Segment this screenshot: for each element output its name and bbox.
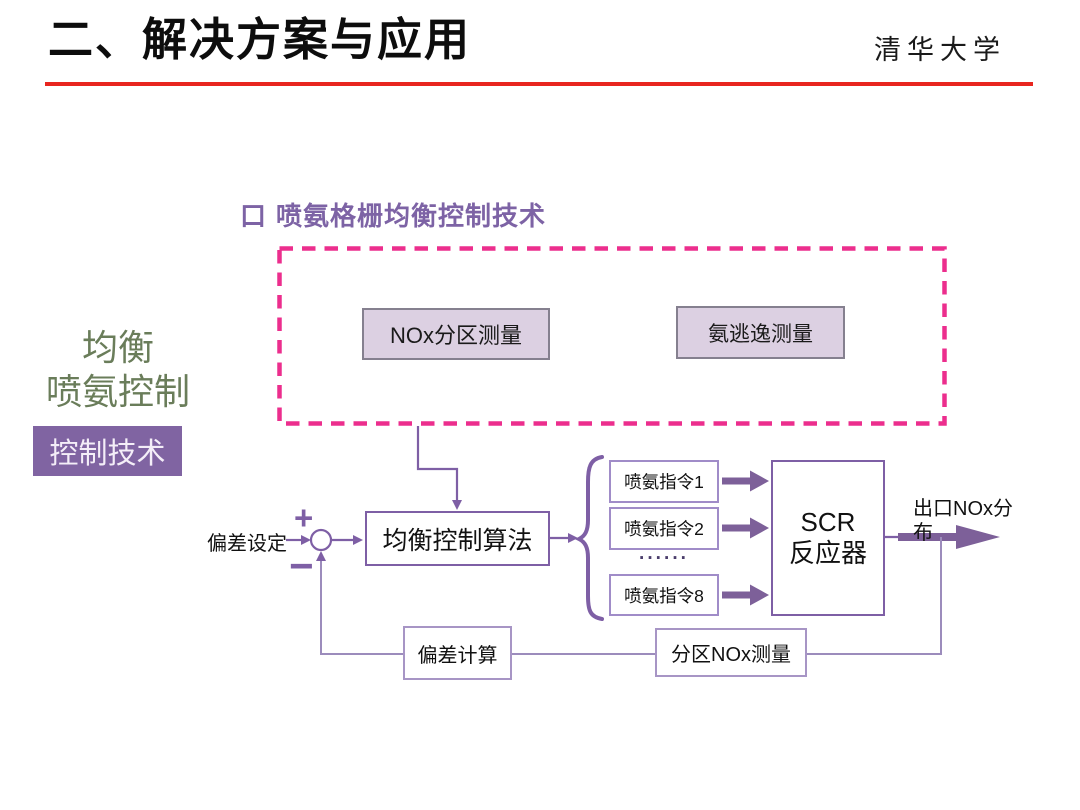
- scr-reactor-label-line1: SCR: [800, 507, 856, 537]
- sidebar-tag-label: 控制技术: [49, 438, 166, 470]
- balance-control-algorithm-label: 均衡控制算法: [382, 526, 533, 555]
- algorithm-to-brace-arrow: [550, 533, 578, 543]
- sidebar-caption-line2: 喷氨控制: [45, 372, 190, 412]
- deviation-calculation-box: 偏差计算: [403, 626, 512, 680]
- ammonia-command-1-label: 喷氨指令1: [624, 472, 704, 492]
- dashed-boundary-box: [277, 246, 947, 426]
- sidebar-tag-box: 控制技术: [33, 426, 182, 476]
- ammonia-slip-measurement-box: 氨逃逸测量: [676, 306, 845, 359]
- summing-junction-circle: [309, 528, 333, 552]
- feedback-path: [316, 537, 942, 655]
- ammonia-command-8-label: 喷氨指令8: [624, 585, 704, 606]
- sidebar-caption: 均衡 喷氨控制: [10, 326, 226, 414]
- junction-to-algorithm-arrow: [332, 535, 363, 545]
- square-bullet-icon: 口: [240, 201, 268, 231]
- deviation-calculation-label: 偏差计算: [417, 644, 498, 667]
- ammonia-command-8-box: 喷氨指令8: [609, 574, 719, 616]
- outlet-nox-label-line2: 布: [913, 522, 933, 544]
- minus-sign: −: [289, 542, 314, 589]
- ammonia-command-2-box: 喷氨指令2: [609, 507, 719, 550]
- command-ellipsis: ······: [639, 548, 689, 569]
- command-arrows: [722, 470, 769, 606]
- measurement-to-algorithm-line: [416, 426, 462, 510]
- nox-zone-measurement-label: NOx分区测量: [389, 323, 522, 348]
- sidebar-caption-line1: 均衡: [81, 328, 154, 368]
- outlet-nox-distribution-label: 出口NOx分 布: [913, 497, 1013, 545]
- brace-left: [574, 455, 604, 621]
- plus-sign: +: [294, 499, 314, 536]
- affiliation-label: 清华大学: [874, 35, 1006, 65]
- balance-control-algorithm-box: 均衡控制算法: [365, 511, 550, 566]
- zone-nox-measurement-box: 分区NOx测量: [655, 628, 807, 677]
- zone-nox-measurement-label: 分区NOx测量: [671, 644, 791, 666]
- ammonia-command-2-label: 喷氨指令2: [624, 519, 704, 539]
- ammonia-command-1-box: 喷氨指令1: [609, 460, 719, 503]
- scr-output-arrow: [885, 525, 1000, 549]
- title-underline-rule: [45, 82, 1033, 86]
- setpoint-label: 偏差设定: [207, 533, 287, 555]
- scr-reactor-box: SCR 反应器: [771, 460, 885, 616]
- section-heading-text: 喷氨格栅均衡控制技术: [276, 201, 547, 231]
- ammonia-slip-measurement-label: 氨逃逸测量: [708, 322, 813, 346]
- page-title: 二、解决方案与应用: [48, 14, 472, 65]
- setpoint-arrow: [286, 535, 311, 545]
- section-heading: 口喷氨格栅均衡控制技术: [240, 196, 546, 233]
- outlet-nox-label-line1: 出口NOx分: [913, 498, 1013, 520]
- scr-reactor-label-line2: 反应器: [788, 538, 867, 568]
- nox-zone-measurement-box: NOx分区测量: [362, 308, 550, 360]
